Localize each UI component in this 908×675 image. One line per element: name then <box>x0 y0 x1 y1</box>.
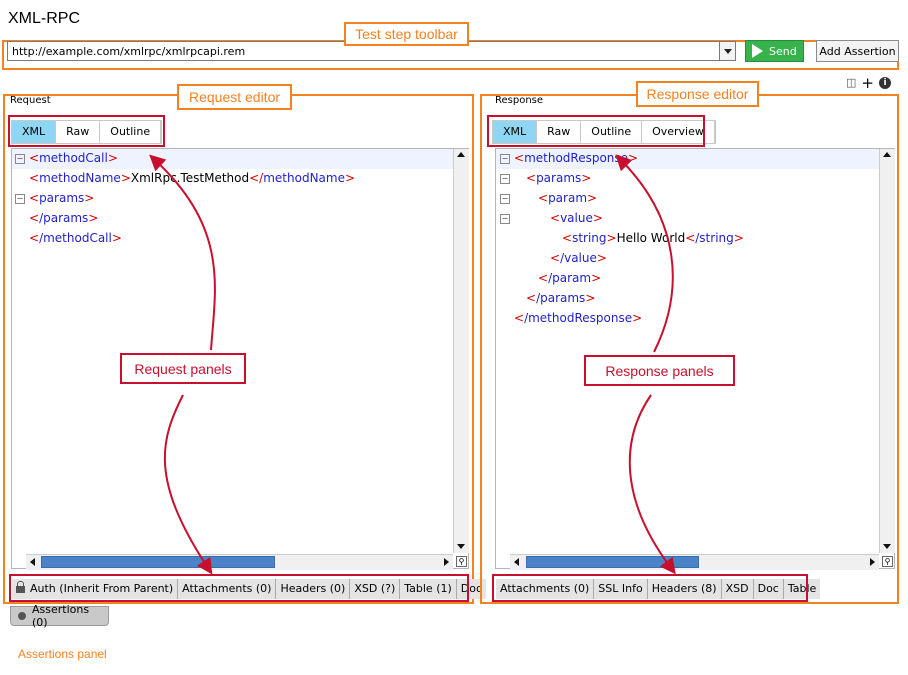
response-panel-tabs: Attachments (0) SSL Info Headers (8) XSD… <box>496 579 821 599</box>
panel-tab-doc[interactable]: Doc <box>753 579 784 599</box>
scroll-thumb[interactable] <box>41 556 275 568</box>
callout-test-step-toolbar: Test step toolbar <box>344 22 469 46</box>
status-dot-icon <box>18 612 26 620</box>
add-assertion-button[interactable]: Add Assertion <box>816 40 899 62</box>
code-line: <methodResponse> <box>514 151 639 165</box>
response-panels-highlight <box>492 574 808 602</box>
current-line-highlight <box>12 149 453 169</box>
panel-tab-xsd[interactable]: XSD (?) <box>350 579 401 599</box>
code-line: </params> <box>526 291 596 305</box>
send-label: Send <box>769 44 797 58</box>
endpoint-dropdown-button[interactable] <box>719 41 736 61</box>
panel-tab-attachments[interactable]: Attachments (0) <box>178 579 277 599</box>
fold-toggle-icon[interactable]: − <box>15 194 25 204</box>
panel-tab-xsd[interactable]: XSD <box>721 579 754 599</box>
code-line: <params> <box>526 171 592 185</box>
request-tabs-highlight <box>8 115 165 147</box>
code-line: <methodCall> <box>29 151 118 165</box>
editor-toolbar-icons: ◫ + i <box>846 73 891 92</box>
code-line: <param> <box>538 191 598 205</box>
fold-toggle-icon[interactable]: − <box>500 194 510 204</box>
code-line: </params> <box>29 211 99 225</box>
callout-assertions-panel: Assertions panel <box>18 647 107 661</box>
scroll-right-icon[interactable] <box>870 558 875 566</box>
code-line: <value> <box>550 211 603 225</box>
response-tabs-highlight <box>487 115 705 147</box>
panel-tab-headers[interactable]: Headers (0) <box>276 579 351 599</box>
panel-tab-table[interactable]: Table <box>783 579 821 599</box>
scroll-up-icon[interactable] <box>883 152 891 157</box>
endpoint-url-input[interactable] <box>7 41 727 61</box>
tag-icon[interactable]: ◫ <box>846 76 857 89</box>
code-line: </value> <box>550 251 607 265</box>
response-vertical-scrollbar[interactable] <box>879 149 895 553</box>
panel-tab-auth[interactable]: Auth (Inherit From Parent) <box>12 579 179 599</box>
callout-response-panels: Response panels <box>584 355 735 386</box>
tab-response-overview[interactable]: Overview <box>642 121 715 143</box>
request-vertical-scrollbar[interactable] <box>453 149 469 553</box>
code-line: </methodCall> <box>29 231 122 245</box>
info-icon[interactable]: i <box>878 76 891 89</box>
tab-response-xml[interactable]: XML <box>493 121 538 143</box>
arrow-to-response-tabs <box>615 154 674 353</box>
arrow-to-response-panels <box>628 394 676 575</box>
tab-request-outline[interactable]: Outline <box>100 121 162 143</box>
code-line: </param> <box>538 271 602 285</box>
callout-response-editor: Response editor <box>636 81 759 107</box>
scroll-down-icon[interactable] <box>883 544 891 549</box>
arrow-to-request-tabs <box>149 154 216 351</box>
zoom-icon[interactable]: ⚲ <box>882 556 893 567</box>
panel-tab-headers[interactable]: Headers (8) <box>647 579 722 599</box>
fold-toggle-icon[interactable]: − <box>500 214 510 224</box>
panel-tab-doc[interactable]: Doc <box>456 579 487 599</box>
scroll-right-icon[interactable] <box>444 558 449 566</box>
response-tabs: XML Raw Outline Overview <box>492 120 716 144</box>
scroll-left-icon[interactable] <box>30 558 35 566</box>
response-label: Response <box>495 95 544 106</box>
zoom-icon[interactable]: ⚲ <box>456 556 467 567</box>
code-line: <params> <box>29 191 95 205</box>
request-tabs: XML Raw Outline <box>11 120 163 144</box>
fold-toggle-icon[interactable]: − <box>500 174 510 184</box>
assertions-label: Assertions (0) <box>31 603 90 629</box>
current-line-highlight <box>496 149 879 169</box>
scroll-left-icon[interactable] <box>514 558 519 566</box>
scroll-down-icon[interactable] <box>457 544 465 549</box>
tab-request-xml[interactable]: XML <box>12 121 57 143</box>
fold-toggle-icon[interactable]: − <box>500 154 510 164</box>
scroll-thumb[interactable] <box>526 556 699 568</box>
page-title: XML-RPC <box>8 10 81 27</box>
fold-toggle-icon[interactable]: − <box>15 154 25 164</box>
panel-tab-table[interactable]: Table (1) <box>400 579 457 599</box>
panel-tab-attachments[interactable]: Attachments (0) <box>496 579 595 599</box>
tab-request-raw[interactable]: Raw <box>56 121 101 143</box>
lock-icon <box>16 581 25 593</box>
code-line: </methodResponse> <box>514 311 643 325</box>
request-panels-highlight <box>9 574 469 602</box>
send-button[interactable]: Send <box>745 40 804 62</box>
callout-request-panels: Request panels <box>120 353 246 384</box>
request-label: Request <box>10 95 51 106</box>
assertions-panel-button[interactable]: Assertions (0) <box>10 603 109 629</box>
callout-request-editor: Request editor <box>177 84 292 110</box>
request-panel-tabs: Auth (Inherit From Parent) Attachments (… <box>12 579 487 599</box>
tab-response-raw[interactable]: Raw <box>537 121 582 143</box>
arrow-to-request-panels <box>163 394 213 575</box>
scroll-up-icon[interactable] <box>457 152 465 157</box>
panel-tab-ssl-info[interactable]: SSL Info <box>594 579 648 599</box>
code-line: <methodName>XmlRpc.TestMethod</methodNam… <box>29 171 356 185</box>
tab-response-outline[interactable]: Outline <box>581 121 643 143</box>
play-icon <box>752 44 763 58</box>
plus-icon[interactable]: + <box>861 73 874 92</box>
